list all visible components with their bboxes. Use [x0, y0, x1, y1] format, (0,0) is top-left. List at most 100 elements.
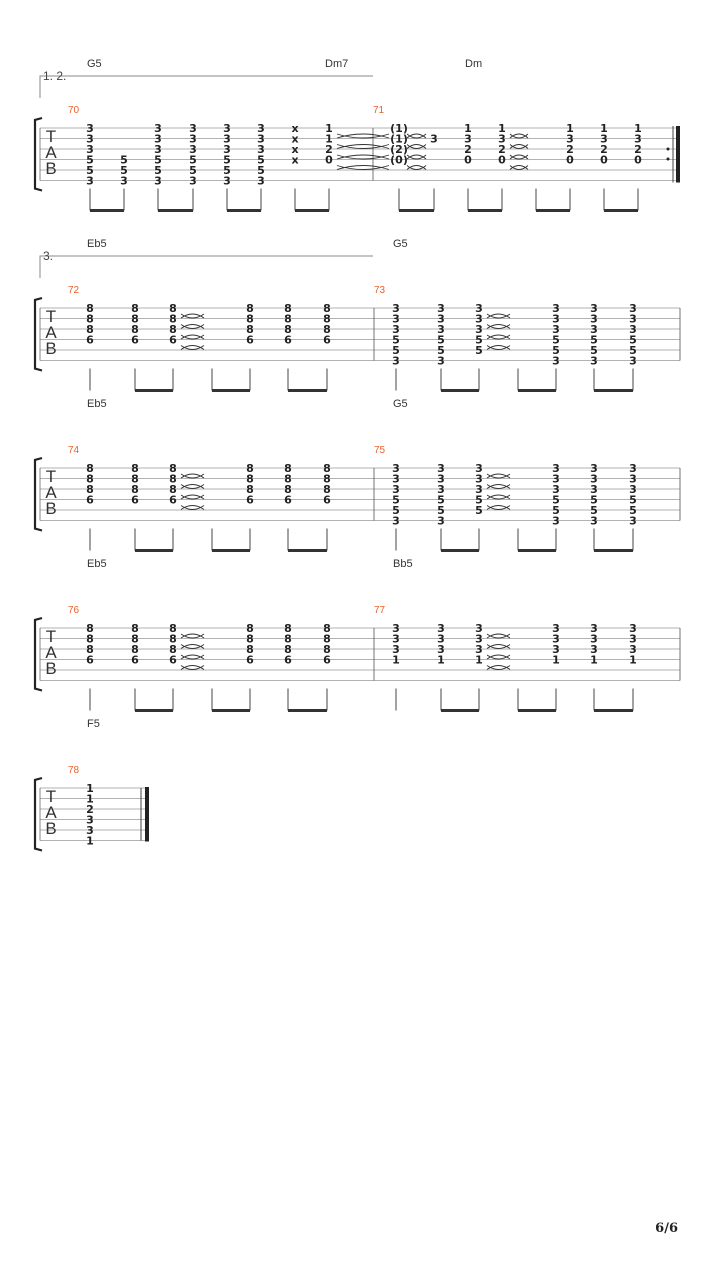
fret-number: 8 [131, 323, 139, 336]
fret-number: 3 [392, 323, 400, 336]
fret-number: 3 [552, 355, 560, 368]
fret-number: 8 [86, 473, 94, 486]
fret-number: 3 [437, 302, 445, 315]
fret-number: 3 [475, 302, 483, 315]
measure-number: 72 [68, 285, 80, 296]
fret-number: 5 [223, 164, 231, 177]
fret-number: 3 [154, 133, 162, 146]
fret-number: 3 [629, 355, 637, 368]
fret-number: 5 [257, 154, 265, 167]
tie-arc [406, 154, 427, 160]
fret-number: 3 [257, 175, 265, 188]
fret-number: 6 [246, 494, 254, 507]
measure-number: 75 [374, 445, 386, 456]
fret-number: 0 [325, 154, 333, 167]
fret-number: 3 [437, 633, 445, 646]
fret-number: 2 [498, 143, 506, 156]
fret-number: 3 [392, 473, 400, 486]
fret-number: 8 [131, 643, 139, 656]
fret-number: 3 [475, 622, 483, 635]
fret-number: 3 [634, 133, 642, 146]
tab-clef-letter: A [45, 143, 57, 162]
fret-number: 1 [86, 782, 94, 795]
measure-number: 74 [68, 445, 80, 456]
fret-number: 3 [430, 133, 438, 146]
fret-number: 3 [552, 323, 560, 336]
system-bracket [33, 116, 43, 192]
fret-number: 3 [629, 483, 637, 496]
chord-name: Eb5 [87, 398, 107, 410]
repeat-thick-bar [676, 126, 680, 183]
volta-label: 3. [43, 249, 53, 263]
system-bracket [33, 616, 43, 692]
tie-arc [486, 345, 511, 350]
tie-arc [180, 665, 205, 670]
volta-label: 1. 2. [43, 69, 66, 83]
tie-arc [180, 484, 205, 489]
fret-number: 3 [552, 483, 560, 496]
tie-arc [486, 654, 511, 660]
fret-number: 3 [590, 323, 598, 336]
fret-number: 8 [284, 622, 292, 635]
fret-number: 3 [590, 643, 598, 656]
tie-arc [180, 334, 205, 340]
tie-arc [486, 505, 511, 510]
fret-number: 3 [629, 323, 637, 336]
fret-number: 8 [284, 302, 292, 315]
fret-number: 3 [392, 483, 400, 496]
tie-arc [486, 505, 511, 510]
chord-name: F5 [87, 718, 100, 730]
fret-number: 8 [284, 483, 292, 496]
tie-arc [180, 473, 205, 479]
fret-number: 3 [552, 633, 560, 646]
fret-number: 5 [437, 334, 445, 347]
fret-number: x [291, 154, 298, 167]
tie-arc [486, 324, 511, 329]
tie-arc [486, 494, 511, 500]
fret-number: 1 [86, 835, 94, 848]
fret-number: 5 [392, 504, 400, 517]
tab-clef-letter: T [46, 127, 56, 146]
fret-number: 6 [284, 494, 292, 507]
tie-arc [180, 473, 205, 479]
fret-number: 5 [120, 164, 128, 177]
fret-number: 3 [629, 462, 637, 475]
final-thick-bar [145, 787, 149, 842]
tie-arc [180, 505, 205, 510]
fret-number: 3 [437, 323, 445, 336]
fret-number: 1 [600, 122, 608, 135]
fret-number: 8 [284, 643, 292, 656]
fret-number: x [291, 143, 298, 156]
fret-number: 5 [475, 504, 483, 517]
fret-number: 0 [600, 154, 608, 167]
tie-arc [406, 144, 427, 149]
fret-number: 3 [600, 133, 608, 146]
fret-number: 8 [86, 323, 94, 336]
tab-clef-letter: A [45, 483, 57, 502]
fret-number: 3 [475, 323, 483, 336]
fret-number: 6 [86, 334, 94, 347]
tie-arc [486, 334, 511, 340]
fret-number: 0 [498, 154, 506, 167]
fret-number: 5 [552, 494, 560, 507]
tab-clef-letter: B [45, 159, 56, 178]
fret-number: 6 [284, 334, 292, 347]
fret-number: 6 [284, 654, 292, 667]
fret-number: 3 [590, 633, 598, 646]
fret-number: 8 [284, 313, 292, 326]
tie-arc [180, 494, 205, 500]
fret-number: (1) [390, 133, 408, 146]
tie-arc [336, 144, 390, 149]
fret-number: 5 [629, 494, 637, 507]
fret-number: 3 [552, 622, 560, 635]
tie-arc [509, 154, 529, 160]
fret-number: 3 [464, 133, 472, 146]
fret-number: 3 [223, 143, 231, 156]
tie-arc [486, 484, 511, 489]
tab-clef-letter: T [46, 627, 56, 646]
measure-number: 78 [68, 765, 80, 776]
tie-arc [406, 165, 427, 170]
fret-number: 3 [475, 473, 483, 486]
tie-arc [336, 165, 390, 170]
fret-number: 8 [169, 473, 177, 486]
